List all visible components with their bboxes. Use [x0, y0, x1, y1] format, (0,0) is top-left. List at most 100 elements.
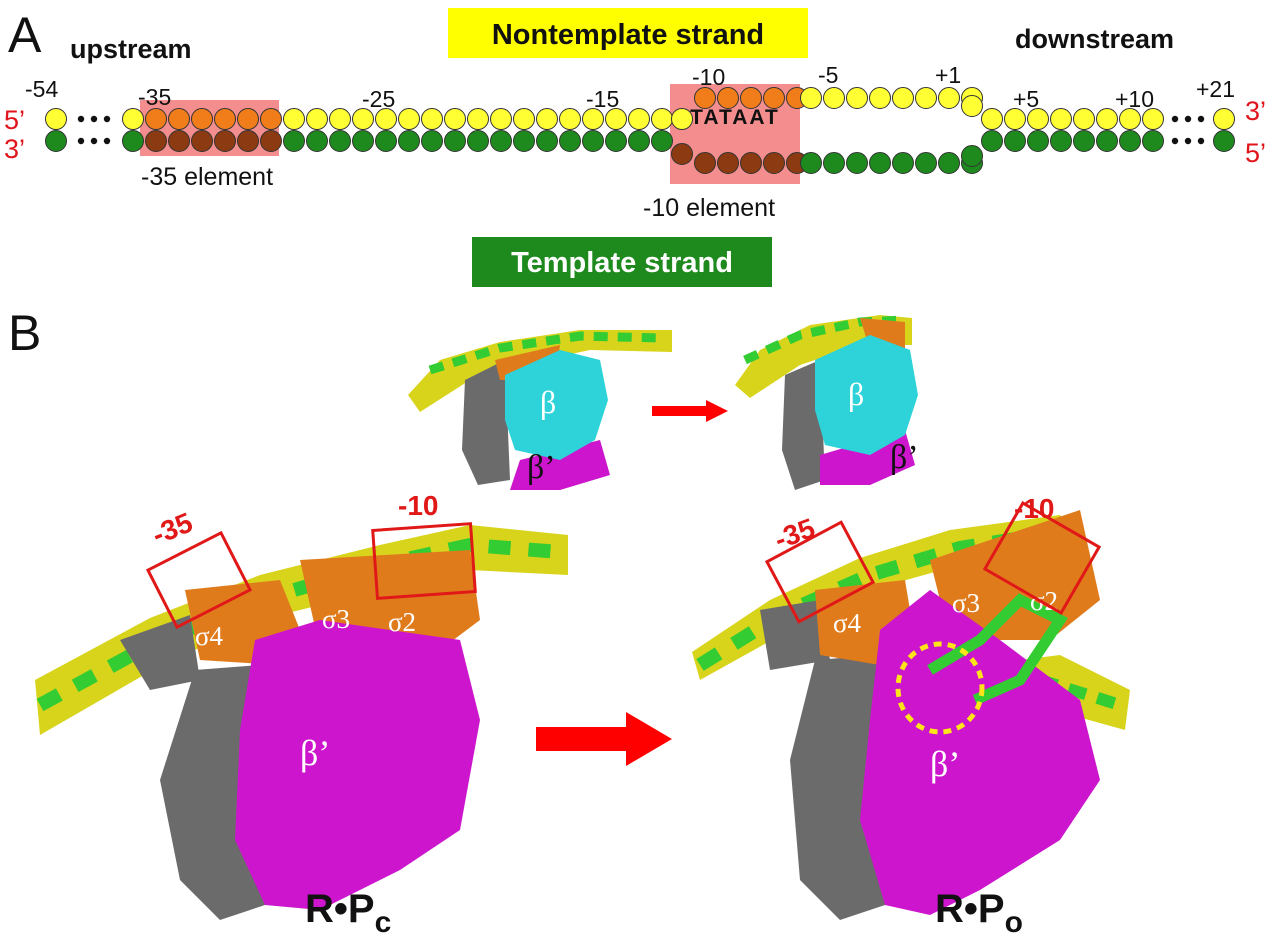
rpc-label: R•Pc: [305, 887, 391, 939]
nontemplate-nucleotide: [421, 108, 443, 130]
tataat-sequence: TATAAT: [690, 106, 780, 129]
template-nucleotide: [467, 130, 489, 152]
nontemplate-strand-label: Nontemplate strand: [492, 19, 764, 51]
nontemplate-nucleotide: [1050, 108, 1072, 130]
dna-strand-circles: [45, 87, 1235, 174]
rpc-sigma4-label: σ4: [195, 621, 224, 651]
rpc-minus35-label: -35: [148, 507, 197, 551]
template-nucleotide: [1050, 130, 1072, 152]
rpo-sigma4-label: σ4: [833, 608, 862, 638]
nontemplate-nucleotide: [582, 108, 604, 130]
rpo-structure: σ4 σ3 σ2 β’ -35 -10: [692, 493, 1130, 920]
rpc-label-main: R•P: [305, 887, 375, 931]
template-nucleotide: [352, 130, 374, 152]
nontemplate-nucleotide: [869, 87, 891, 109]
rpc-minus35-box: [145, 530, 253, 630]
nontemplate-nucleotide: [260, 108, 282, 130]
template-nucleotide: [375, 130, 397, 152]
small-dna-green-left: [428, 331, 661, 375]
nontemplate-nucleotide: [513, 108, 535, 130]
template-nucleotide: [869, 152, 891, 174]
rpc-gray-subunit: [160, 665, 265, 920]
nontemplate-nucleotide: [191, 108, 213, 130]
ellipsis-dot: [103, 137, 111, 145]
template-nucleotide: [938, 152, 960, 174]
template-nucleotide: [329, 130, 351, 152]
end-3-top-right: 3’: [1245, 96, 1266, 126]
nontemplate-nucleotide: [740, 87, 762, 109]
template-nucleotide: [168, 130, 190, 152]
nontemplate-nucleotide: [671, 108, 693, 130]
end-3-bottom: 3’: [4, 134, 25, 164]
ellipsis-dot: [1184, 115, 1192, 123]
rpc-minus10-label: -10: [398, 490, 438, 521]
nontemplate-nucleotide: [237, 108, 259, 130]
rpo-minus35-box: [764, 520, 876, 624]
template-nucleotide: [191, 130, 213, 152]
template-nucleotide: [582, 130, 604, 152]
rpc-beta-prime-body: [235, 620, 480, 910]
pos-minus10: -10: [692, 64, 725, 90]
nontemplate-nucleotide: [651, 108, 673, 130]
pos-minus25: -25: [362, 86, 395, 112]
rpo-sigma3-label: σ3: [952, 588, 980, 618]
template-nucleotide: [260, 130, 282, 152]
pos-minus35: -35: [138, 84, 171, 110]
template-nucleotide: [651, 130, 673, 152]
rpo-beta-prime-label: β’: [930, 744, 960, 784]
template-nucleotide: [122, 130, 144, 152]
nontemplate-nucleotide: [168, 108, 190, 130]
small-beta-left: [505, 350, 608, 460]
nontemplate-nucleotide: [352, 108, 374, 130]
ellipsis-dot: [1171, 115, 1179, 123]
minus10-element-label: -10 element: [643, 194, 775, 222]
template-nucleotide: [740, 152, 762, 174]
small-gray-subunit-left: [462, 360, 510, 485]
pos-minus54: -54: [25, 76, 58, 102]
beta-prime-label-top-left: β’: [527, 449, 556, 486]
template-nucleotide: [283, 130, 305, 152]
pos-minus15: -15: [586, 86, 619, 112]
template-nucleotide: [1119, 130, 1141, 152]
rpo-label-main: R•P: [935, 887, 1005, 931]
template-nucleotide: [605, 130, 627, 152]
nontemplate-nucleotide: [329, 108, 351, 130]
panel-b-label: B: [8, 305, 41, 361]
template-nucleotide: [800, 152, 822, 174]
rpo-gray-upper: [760, 600, 830, 670]
nontemplate-nucleotide: [1119, 108, 1141, 130]
nontemplate-legend-box: [448, 8, 808, 58]
template-nucleotide: [145, 130, 167, 152]
template-nucleotide: [671, 143, 693, 165]
nontemplate-nucleotide: [283, 108, 305, 130]
rpc-minus10-box: [371, 522, 477, 600]
template-nucleotide: [694, 152, 716, 174]
pos-plus10: +10: [1115, 86, 1154, 112]
rpo-sigma2-label: σ2: [1030, 586, 1058, 616]
template-nucleotide: [559, 130, 581, 152]
template-nucleotide: [536, 130, 558, 152]
panel-b: B β β’ β β’: [8, 305, 1130, 939]
template-nucleotide: [628, 130, 650, 152]
template-nucleotide: [892, 152, 914, 174]
nontemplate-nucleotide: [605, 108, 627, 130]
nontemplate-nucleotide: [915, 87, 937, 109]
small-structure-open: β β’: [735, 315, 919, 490]
template-nucleotide: [421, 130, 443, 152]
nontemplate-nucleotide: [375, 108, 397, 130]
nontemplate-nucleotide: [45, 108, 67, 130]
nontemplate-nucleotide: [938, 87, 960, 109]
template-nucleotide: [45, 130, 67, 152]
nontemplate-nucleotide: [800, 87, 822, 109]
rpo-beta-prime-body: [860, 590, 1100, 915]
small-beta-prime-right: [820, 430, 915, 485]
small-dna-helix-left: [408, 330, 672, 412]
beta-prime-label-top-right: β’: [890, 439, 919, 476]
small-beta-prime-left: [510, 440, 610, 490]
rpo-sigma23-domain: [930, 510, 1100, 640]
beta-label-left: β: [540, 384, 556, 420]
template-nucleotide: [961, 145, 983, 167]
nontemplate-nucleotide: [1004, 108, 1026, 130]
template-nucleotide: [214, 130, 236, 152]
